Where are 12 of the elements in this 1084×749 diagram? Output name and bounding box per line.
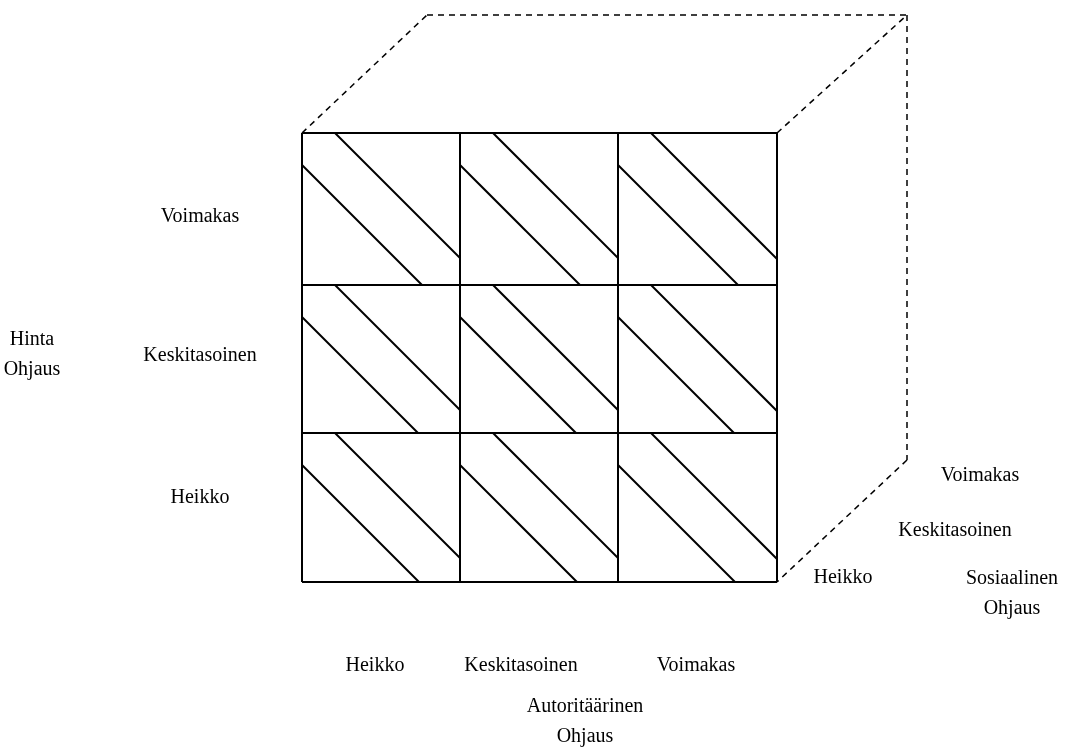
depth-label: Voimakas — [939, 462, 1021, 487]
column-label: Keskitasoinen — [463, 652, 579, 677]
row-label: Voimakas — [159, 203, 241, 228]
row-label: Keskitasoinen — [142, 342, 258, 367]
depth-label: Heikko — [812, 564, 874, 589]
column-label: Voimakas — [655, 652, 737, 677]
axis-title: Sosiaalinen Ohjaus — [964, 565, 1060, 621]
depth-label: Keskitasoinen — [897, 517, 1013, 542]
axis-title: Hinta Ohjaus — [2, 326, 62, 382]
row-label: Heikko — [169, 484, 231, 509]
axis-title: Autoritäärinen Ohjaus — [525, 693, 645, 749]
column-label: Heikko — [344, 652, 406, 677]
